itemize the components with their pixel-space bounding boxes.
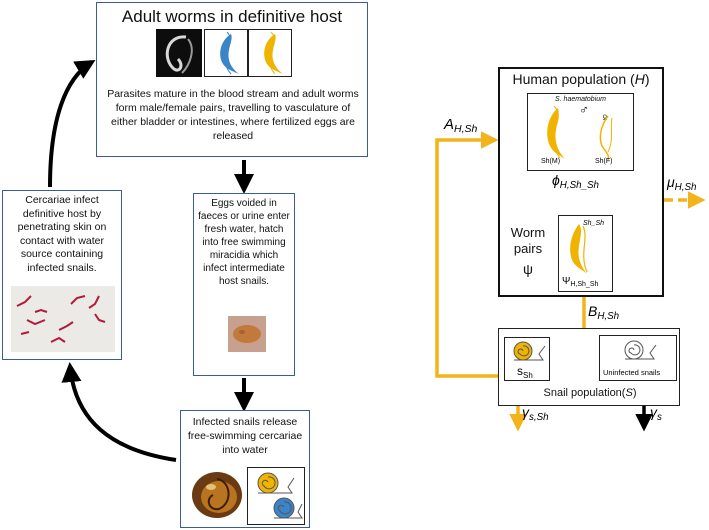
cercariae-description: Cercariae infect definitive host by pene…: [17, 194, 107, 274]
arrow-snails-to-cercariae: [61, 362, 177, 462]
male-label: Sh(M): [541, 158, 561, 165]
male-symbol: ♂: [579, 102, 589, 117]
male-worm-yellow-icon: [248, 29, 292, 77]
female-worm-icon: [599, 115, 610, 161]
infected-snails-box: Infected snails release free-swimming ce…: [180, 410, 310, 528]
cercariae-box: Cercariae infect definitive host by pene…: [2, 190, 122, 360]
worm-pairs-box: Sh_Sh ΨH,Sh_Sh: [558, 215, 613, 292]
gamma-s-sh-label: γs,Sh: [522, 404, 549, 423]
mu-rate-label: μH,Sh: [667, 174, 697, 193]
uninfected-snail-label: Uninfected snails: [603, 368, 661, 377]
arrow-cercariae-to-adult: [48, 59, 96, 188]
worm-species-box: S. haematobium ♂ ♀ Sh(M) Sh(F): [527, 93, 634, 171]
infected-snail-box: sSh: [504, 337, 550, 381]
adult-worms-box: Adult worms in definitive host Parasites…: [96, 2, 368, 157]
arrow-A-infection: [435, 131, 500, 378]
A-rate-label: AH,Sh: [444, 116, 478, 135]
female-label: Sh(F): [595, 158, 613, 165]
infected-snail-label: sSh: [517, 364, 533, 380]
snail-population-title: Snail population(S): [543, 387, 637, 399]
infected-snail-icon: [513, 341, 546, 361]
worm-pairs-label: Worm pairs: [510, 225, 546, 256]
human-population-title: Human population (H): [512, 71, 650, 87]
infected-snails-description: Infected snails release free-swimming ce…: [187, 416, 303, 456]
gamma-s-label: γs: [650, 404, 662, 423]
yellow-snail-icon: [257, 472, 303, 519]
snail-icons-panel: [247, 467, 305, 525]
B-rate-label: BH,Sh: [588, 303, 620, 322]
human-population-box: Human population (H) S. haematobium ♂ ♀ …: [498, 67, 664, 297]
species-label: S. haematobium: [555, 96, 606, 103]
psi-pair-label: ΨH,Sh_Sh: [562, 276, 599, 288]
pair-tag: Sh_Sh: [583, 220, 605, 227]
adult-worms-description: Parasites mature in the blood stream and…: [107, 88, 359, 142]
uninfected-snail-box: Uninfected snails: [599, 335, 677, 381]
psi-symbol: ψ: [523, 261, 533, 277]
eggs-box: Eggs voided in faeces or urine enter fre…: [193, 193, 295, 376]
eggs-description: Eggs voided in faeces or urine enter fre…: [198, 198, 290, 287]
cercariae-micrograph-image: [11, 286, 115, 352]
adult-worms-title: Adult worms in definitive host: [121, 7, 343, 26]
uninfected-snail-icon: [624, 340, 657, 360]
snail-population-box: sSh Uninfected snails Snail population(S…: [498, 328, 680, 406]
male-worm-icon: [547, 108, 566, 160]
phi-label: ϕH,Sh_Sh: [552, 172, 600, 191]
worm-micrograph-image: [156, 29, 202, 77]
miracidium-image: [228, 316, 266, 352]
female-symbol: ♀: [600, 110, 610, 125]
snail-shell-photo: [189, 469, 245, 521]
male-worm-blue-icon: [204, 29, 248, 77]
